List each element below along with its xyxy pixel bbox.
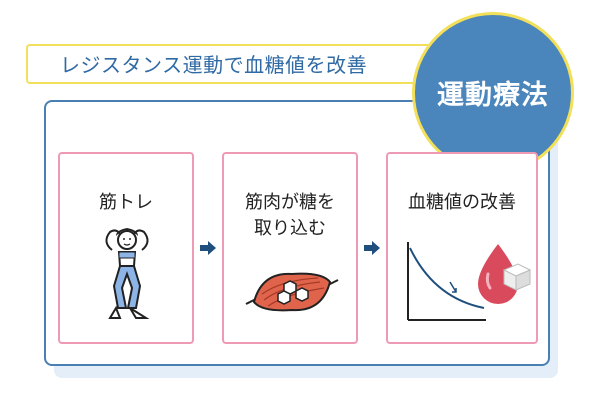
muscle-icon: [245, 272, 339, 312]
step-2-line1: 筋肉が糖を: [245, 192, 335, 213]
exercising-woman-icon: [105, 228, 150, 319]
step-blood-sugar-improvement: 血糖値の改善: [386, 152, 538, 344]
glucose-decrease-graph-icon: [407, 242, 532, 321]
step-3-label: 血糖値の改善: [408, 192, 516, 213]
title-text: レジスタンス運動で血糖値を改善: [60, 53, 368, 77]
step-strength-training: 筋トレ: [58, 152, 194, 344]
arrow-right-icon: [200, 241, 216, 255]
exercise-therapy-badge: 運動療法: [412, 12, 574, 174]
step-1-label: 筋トレ: [99, 192, 153, 213]
arrow-right-icon: [364, 241, 380, 255]
badge-text: 運動療法: [437, 80, 549, 111]
title-banner: レジスタンス運動で血糖値を改善: [26, 44, 446, 84]
step-muscle-absorbs-glucose: 筋肉が糖を 取り込む: [222, 152, 358, 344]
step-2-line2: 取り込む: [254, 218, 326, 239]
